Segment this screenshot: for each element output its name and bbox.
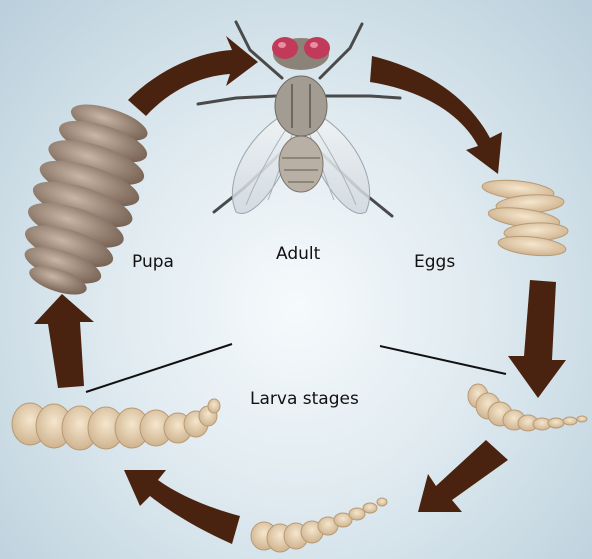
label-adult: Adult — [276, 244, 320, 264]
pointer-line-right — [380, 346, 506, 374]
arrow-eggs-to-larva — [508, 280, 566, 398]
label-eggs: Eggs — [414, 252, 455, 272]
larva-left-illustration — [12, 399, 220, 450]
pupa-illustration — [5, 93, 163, 307]
label-pupa: Pupa — [132, 252, 174, 272]
pointer-line-left — [86, 344, 232, 392]
label-larva-stages: Larva stages — [250, 389, 359, 409]
arrow-larva-to-pupa — [34, 294, 94, 388]
arrow-larva-bottom-to-left — [124, 470, 240, 544]
arrow-larva-to-larva-bottom — [418, 440, 508, 512]
larva-bottom-illustration — [251, 498, 387, 552]
eggs-illustration — [481, 177, 568, 258]
arrow-adult-to-eggs — [370, 56, 502, 174]
arrow-pupa-to-adult — [128, 36, 258, 116]
larva-right-illustration — [468, 384, 587, 431]
